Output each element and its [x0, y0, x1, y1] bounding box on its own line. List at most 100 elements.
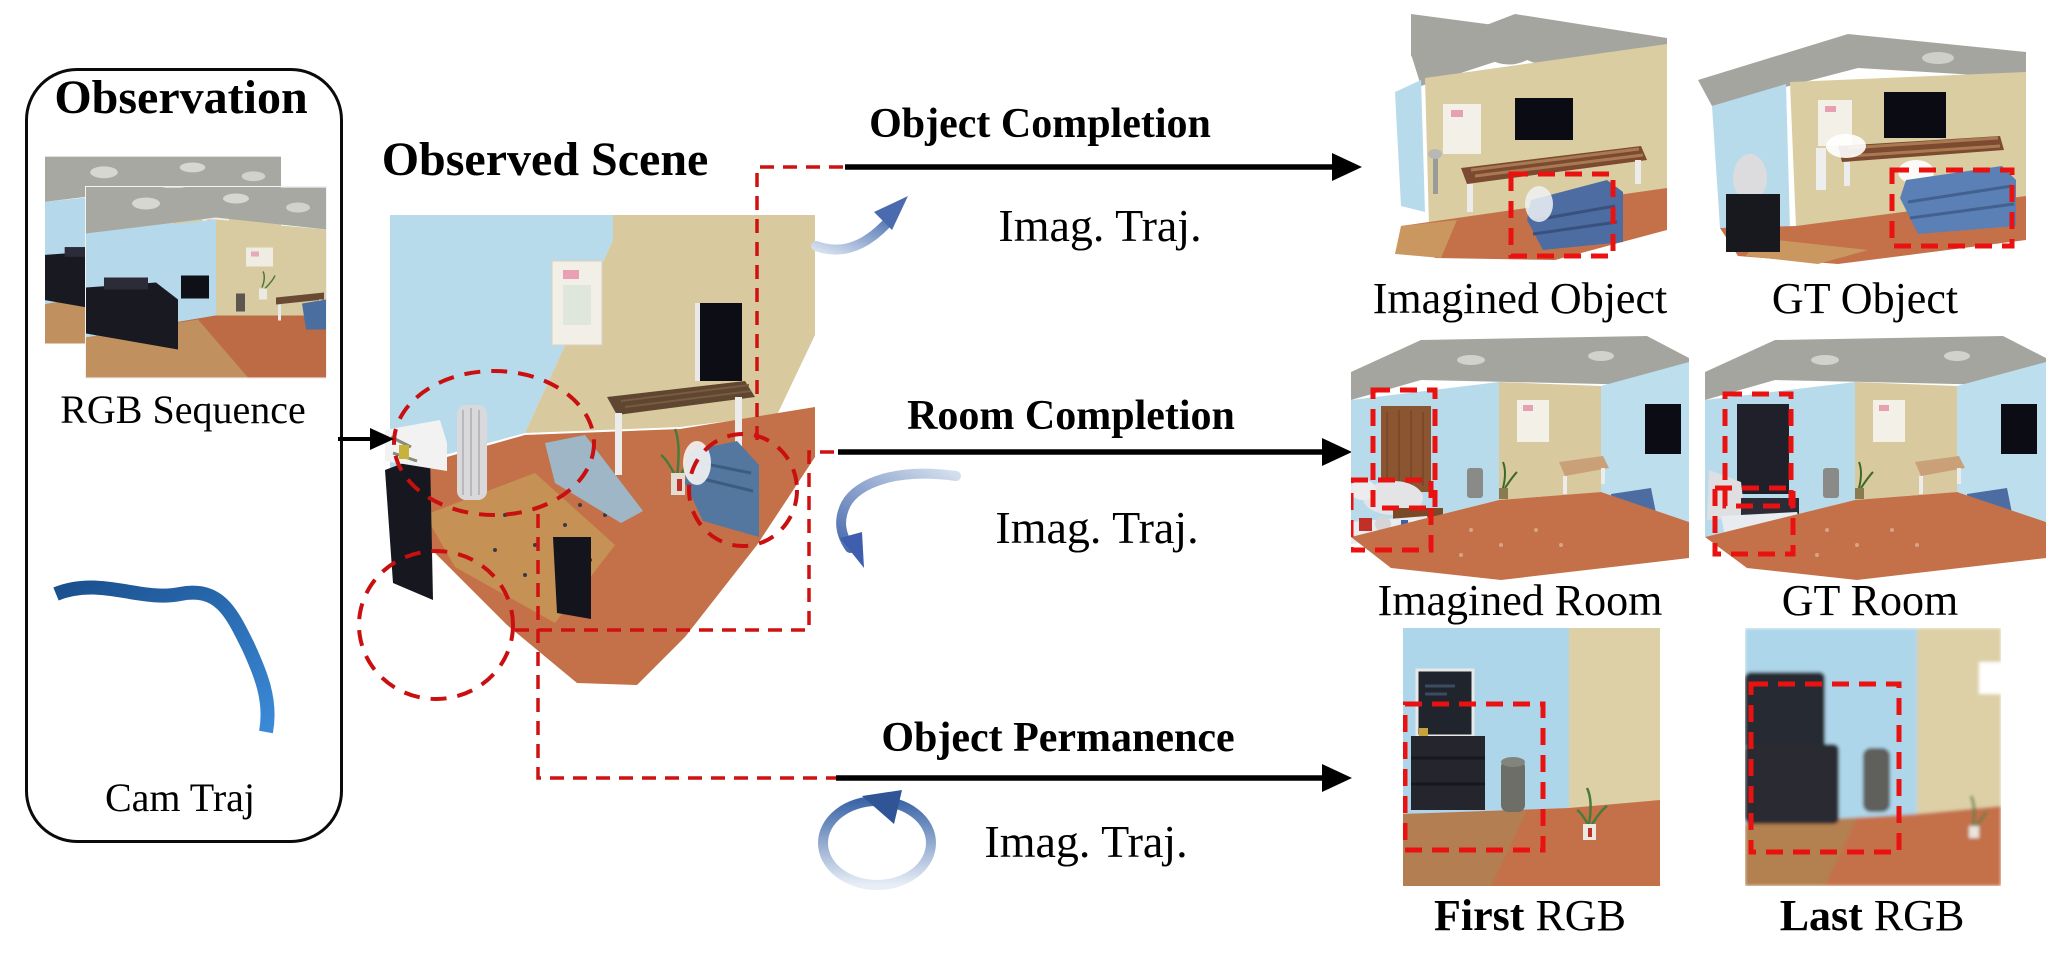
- tv: [181, 275, 209, 299]
- imag-traj-swoosh-down-head: [840, 532, 864, 568]
- desk: [1915, 456, 1965, 476]
- highlight-box-table: [1351, 477, 1434, 553]
- floor-lamp: [1433, 156, 1438, 194]
- imag-traj-loop-head: [862, 790, 902, 824]
- dark-pillar: [553, 537, 591, 619]
- cabinet: [1411, 736, 1485, 810]
- wall-tan: [216, 219, 326, 316]
- gt-room-label: GT Room: [1781, 576, 1959, 625]
- silver-blob: [1363, 481, 1423, 515]
- tv: [1884, 92, 1946, 138]
- imag-traj-swoosh-down-icon: [836, 468, 961, 553]
- first-rgb-image: [1403, 628, 1660, 886]
- imag-traj-label-3: Imag. Traj.: [984, 816, 1188, 867]
- first-rgb-label-rest: RGB: [1524, 891, 1626, 940]
- blurred-scene: [1745, 628, 2001, 886]
- task-label-object-permanence: Object Permanence: [881, 715, 1235, 761]
- trash-can: [1823, 468, 1839, 498]
- highlight-box-door: [1370, 387, 1438, 511]
- rgb-frame-front: [85, 186, 327, 379]
- highlight-box: [1889, 167, 2015, 249]
- gt-object-label: GT Object: [1771, 274, 1959, 323]
- imagined-object-image: [1395, 14, 1667, 260]
- wall-blue: [1395, 80, 1425, 212]
- highlight-ellipse-sofa: [687, 432, 799, 548]
- floor-specks: [1815, 528, 1919, 557]
- last-rgb-label-bold: Last: [1779, 891, 1863, 940]
- scene-highlights: [357, 369, 799, 701]
- connector-room-completion: [515, 450, 836, 632]
- dark-board-gt: [1737, 404, 1789, 494]
- imagined-object-label: Imagined Object: [1372, 274, 1668, 323]
- last-rgb-label-rest: RGB: [1862, 891, 1965, 940]
- first-rgb-label: First RGB: [1434, 894, 1626, 938]
- last-rgb-label: Last RGB: [1780, 894, 1965, 938]
- highlight-box-table: [1712, 485, 1796, 557]
- cam-traj-caption: Cam Traj: [104, 775, 256, 820]
- highlight-box-board: [1722, 391, 1794, 509]
- tv: [698, 303, 742, 381]
- kettle-red: [1359, 518, 1372, 531]
- imagined-room-image: [1351, 336, 1689, 580]
- first-rgb-label-bold: First: [1434, 891, 1525, 940]
- plant: [1502, 461, 1518, 489]
- dark-cabinet: [1726, 194, 1780, 252]
- desk: [1559, 456, 1609, 476]
- wall-tan: [1569, 628, 1660, 810]
- camera-trajectory-icon: [53, 580, 275, 734]
- white-patch: [1979, 662, 2001, 694]
- rgb-sequence-caption: RGB Sequence: [60, 387, 306, 432]
- observed-scene-image: [385, 215, 815, 685]
- imag-traj-loop-icon: [818, 796, 936, 890]
- floor-specks: [1459, 528, 1563, 557]
- wall-tan: [1917, 628, 2001, 814]
- gt-object-image: [1698, 34, 2026, 264]
- floor-wood: [1395, 220, 1457, 258]
- observation-title: Observation: [54, 71, 308, 124]
- yellow-object: [399, 445, 409, 459]
- pedestal: [1816, 148, 1826, 190]
- monitor: [1745, 672, 1825, 750]
- observed-scene-title: Observed Scene: [381, 133, 709, 186]
- light-chair: [545, 435, 643, 523]
- tv: [1645, 404, 1681, 454]
- imag-traj-label-2: Imag. Traj.: [995, 502, 1199, 553]
- highlight-box: [1748, 681, 1902, 855]
- imag-traj-swoosh-up-head: [874, 196, 908, 230]
- task-connectors: [515, 165, 845, 780]
- highlight-box: [1403, 701, 1546, 853]
- trash-can: [1467, 468, 1483, 498]
- gt-room-image: [1705, 336, 2046, 580]
- last-rgb-image: [1745, 628, 2001, 886]
- arrowheads: [370, 153, 1362, 792]
- imag-traj-label-1: Imag. Traj.: [998, 200, 1202, 251]
- sofa: [302, 299, 326, 330]
- cabinet: [1745, 744, 1839, 824]
- task-label-object-completion: Object Completion: [869, 101, 1211, 147]
- trash-can: [1733, 154, 1767, 202]
- task-label-room-completion: Room Completion: [907, 393, 1235, 439]
- cabinets: [86, 282, 178, 350]
- plant: [1858, 461, 1874, 489]
- highlight-ellipse-left: [392, 369, 596, 517]
- floor: [1705, 492, 2046, 580]
- highlight-ellipse-floor: [357, 549, 515, 701]
- couch: [1900, 166, 2016, 234]
- cabinet-left: [385, 453, 433, 600]
- connector-object-permanence: [536, 514, 836, 780]
- connector-object-completion: [755, 165, 845, 440]
- wall-tan: [525, 215, 815, 433]
- plant: [1576, 787, 1608, 827]
- highlight-box: [1508, 171, 1616, 259]
- wall-tan: [1855, 382, 1957, 500]
- plant: [261, 271, 276, 290]
- tv: [1515, 98, 1573, 140]
- floor: [1351, 492, 1689, 580]
- trash-can: [236, 293, 245, 312]
- wall-tan: [1499, 382, 1601, 500]
- trash-can: [1863, 748, 1890, 812]
- imag-traj-swoosh-up-icon: [811, 217, 893, 255]
- arrows: [338, 164, 1336, 781]
- table: [276, 292, 324, 305]
